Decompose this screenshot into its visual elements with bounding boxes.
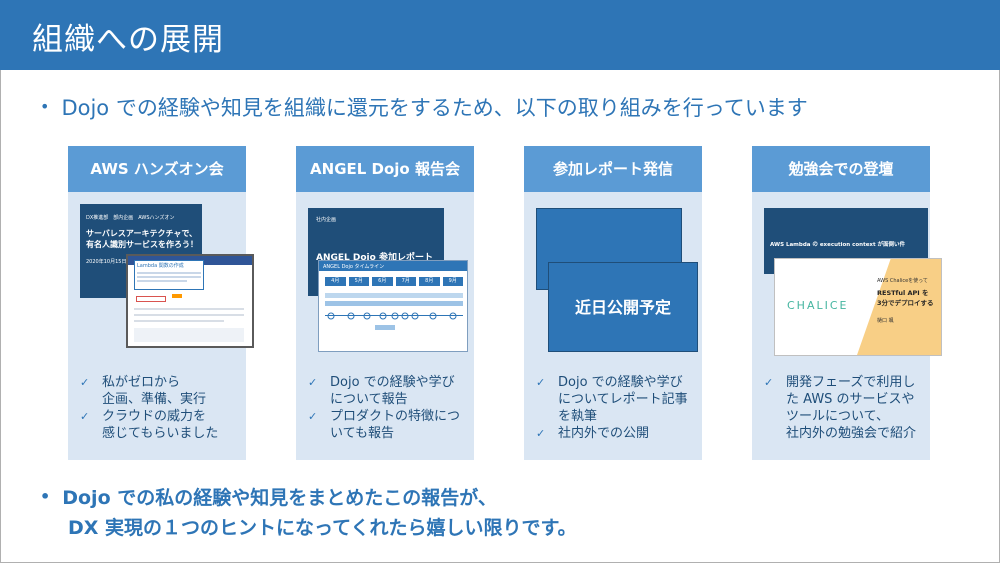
card-bullets: ✓開発フェーズで利用し た AWS のサービスや ツールについて、 社内外の勉強…: [764, 374, 924, 442]
handson-org: DX推進部 部内企画 AWSハンズオン: [86, 215, 175, 221]
handson-date: 2020年10月15日: [86, 259, 127, 265]
month-label: 8月: [419, 277, 440, 286]
report-label: 社内企画: [316, 217, 337, 223]
timeline-months: 4月 5月 6月 7月 8月 9月: [325, 277, 463, 286]
bullet-item: ✓Dojo での経験や学び について報告: [308, 375, 455, 407]
card-heading: AWS ハンズオン会: [68, 146, 246, 192]
chalice-lead: AWS Chaliceを使って: [877, 278, 928, 284]
check-icon: ✓: [308, 410, 318, 423]
check-icon: ✓: [536, 376, 546, 389]
bullet-item: ✓私がゼロから 企画、準備、実行: [80, 375, 207, 407]
month-label: 4月: [325, 277, 346, 286]
screen-highlight: [136, 296, 166, 302]
coming-soon-slide: 近日公開予定: [548, 262, 698, 352]
bullet-item: ✓Dojo での経験や学び についてレポート記事 を執筆: [536, 375, 688, 424]
phase-bar: [325, 293, 463, 298]
chalice-accent: [857, 259, 941, 355]
bullet-dot-icon: •: [40, 487, 51, 506]
screen-orange-button: [172, 294, 182, 298]
chalice-author: 樋口 颯: [877, 318, 894, 324]
card-angel-dojo-report: ANGEL Dojo 報告会 社内企画 ANGEL Dojo 参加レポート AN…: [296, 146, 474, 460]
screen-dialog-title: Lambda 関数の作成: [137, 263, 184, 269]
check-icon: ✓: [536, 427, 546, 440]
card-bullets: ✓Dojo での経験や学び についてレポート記事 を執筆 ✓社内外での公開: [536, 374, 696, 442]
phase-bar: [325, 301, 463, 306]
coming-soon-text: 近日公開予定: [574, 298, 671, 317]
intro-bullet: • Dojo での経験や知見を組織に還元をするため、以下の取り組みを行っています: [40, 92, 808, 122]
timeline-title: ANGEL Dojo タイムライン: [323, 264, 385, 270]
bullet-dot-icon: •: [40, 97, 50, 116]
card-study-group-talk: 勉強会での登壇 AWS Lambda の execution context が…: [752, 146, 942, 460]
timeline-axis: [325, 315, 463, 316]
screen-dialog: Lambda 関数の作成: [134, 260, 204, 290]
milestone-dots: [327, 312, 457, 330]
check-icon: ✓: [80, 410, 90, 423]
chalice-slide: CHALICE AWS Chaliceを使って RESTful API を 3分…: [774, 258, 942, 356]
title-bar: 組織への展開: [0, 0, 1000, 70]
month-label: 6月: [372, 277, 393, 286]
handson-thumbnail: DX推進部 部内企画 AWSハンズオン サーバレスアーキテクチャで、 有名人識別…: [80, 204, 254, 356]
card-heading: ANGEL Dojo 報告会: [296, 146, 474, 192]
bullet-item: ✓開発フェーズで利用し た AWS のサービスや ツールについて、 社内外の勉強…: [764, 375, 917, 441]
bullet-item: ✓社内外での公開: [536, 426, 650, 441]
report-headline: ANGEL Dojo 参加レポート: [316, 253, 433, 263]
chalice-strong-2: 3分でデプロイする: [877, 299, 934, 307]
card-bullets: ✓Dojo での経験や学び について報告 ✓プロダクトの特徴につ いても報告: [308, 374, 468, 442]
month-label: 9月: [442, 277, 463, 286]
talk-thumbnail: AWS Lambda の execution context が面倒い件 CHA…: [764, 204, 942, 356]
check-icon: ✓: [80, 376, 90, 389]
card-aws-handson: AWS ハンズオン会 DX推進部 部内企画 AWSハンズオン サーバレスアーキテ…: [68, 146, 254, 460]
month-label: 5月: [348, 277, 369, 286]
slide-title: 組織への展開: [32, 22, 224, 58]
timeline-titlebar: ANGEL Dojo タイムライン: [319, 261, 467, 271]
card-report-publishing: 参加レポート発信 近日公開予定 ✓Dojo での経験や学び についてレポート記事…: [524, 146, 702, 460]
closing-line-1: Dojo での私の経験や知見をまとめたこの報告が、: [62, 487, 497, 509]
handson-headline-2: 有名人識別サービスを作ろう！: [86, 240, 198, 249]
closing-line-2: DX 実現の１つのヒントになってくれたら嬉しい限りです。: [68, 517, 577, 539]
timeline-slide: ANGEL Dojo タイムライン 4月 5月 6月 7月 8月 9月: [318, 260, 468, 352]
handson-headline-1: サーバレスアーキテクチャで、: [86, 229, 198, 238]
handson-screenshot: Lambda 関数の作成: [126, 254, 254, 348]
closing-bullet: • Dojo での私の経験や知見をまとめたこの報告が、 DX 実現の１つのヒントに…: [40, 482, 577, 543]
check-icon: ✓: [308, 376, 318, 389]
bullet-item: ✓プロダクトの特徴につ いても報告: [308, 409, 461, 441]
month-label: 7月: [395, 277, 416, 286]
card-bullets: ✓私がゼロから 企画、準備、実行 ✓クラウドの威力を 感じてもらいました: [80, 374, 240, 442]
bullet-item: ✓クラウドの威力を 感じてもらいました: [80, 409, 219, 441]
intro-text: Dojo での経験や知見を組織に還元をするため、以下の取り組みを行っています: [61, 96, 808, 120]
card-heading: 勉強会での登壇: [752, 146, 930, 192]
card-heading: 参加レポート発信: [524, 146, 702, 192]
report-thumbnail: 社内企画 ANGEL Dojo 参加レポート ANGEL Dojo タイムライン…: [308, 204, 468, 356]
coming-soon-thumbnail: 近日公開予定: [536, 204, 698, 356]
check-icon: ✓: [764, 376, 774, 389]
chalice-logo: CHALICE: [787, 299, 849, 312]
chalice-strong-1: RESTful API を: [877, 289, 929, 297]
talk-headline: AWS Lambda の execution context が面倒い件: [770, 242, 906, 248]
